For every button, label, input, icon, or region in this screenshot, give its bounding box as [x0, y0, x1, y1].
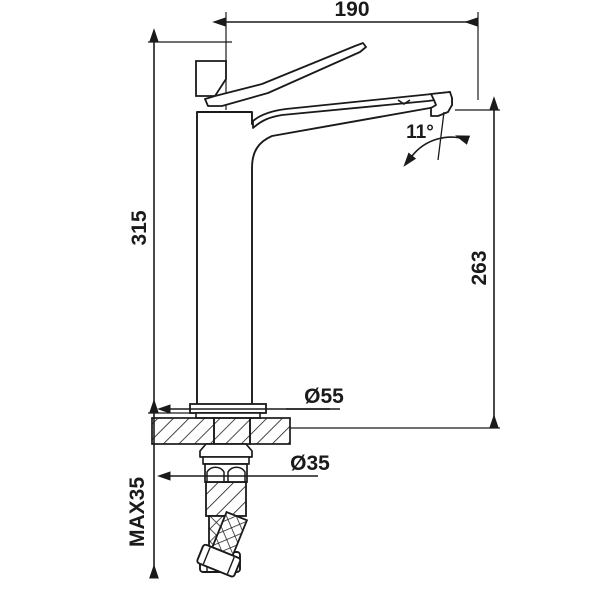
dimension-label-deck-thickness: MAX35 [126, 477, 149, 547]
supply-hose-right-group [196, 510, 249, 578]
dimension-label-shank-diameter: Ø35 [290, 452, 330, 475]
mounting-washer [202, 456, 250, 465]
angle-arc-11deg [403, 135, 471, 167]
dimension-label-spout-reach: 190 [334, 0, 369, 21]
dimension-shank-diameter: Ø35 [157, 452, 330, 481]
threaded-shank [205, 481, 247, 517]
mounting-collar [199, 443, 253, 458]
spout-tip [397, 91, 453, 117]
dimension-spout-angle: 11° [403, 111, 471, 167]
dimension-label-spout-angle: 11° [406, 122, 434, 143]
counter-deck [151, 417, 291, 445]
lock-nut-cell-right [227, 466, 246, 482]
lever-handle-arm [204, 42, 367, 107]
spout-tip-outline [430, 91, 453, 117]
counter-deck-left [151, 417, 215, 445]
spout-tip-notch [397, 99, 411, 105]
dimension-label-base-diameter: Ø55 [304, 385, 344, 408]
dimension-label-spout-height: 263 [468, 250, 491, 285]
supply-hoses [196, 510, 249, 578]
lever-handle [195, 42, 367, 107]
counter-deck-centre [213, 417, 251, 445]
dimension-label-overall-height: 315 [128, 210, 151, 245]
base-escutcheon [189, 403, 267, 419]
dimension-spout-height: 263 [468, 96, 499, 429]
hose-nut-right-facet-a [202, 547, 211, 565]
hose-nut-right-facet-b [226, 556, 235, 575]
lock-nut-cell-left [206, 466, 225, 482]
dimension-overall-height: 315 [128, 28, 159, 414]
counter-deck-right [249, 417, 291, 445]
dimension-base-diameter: Ø55 [157, 385, 344, 414]
lever-handle-base [195, 60, 227, 97]
dimension-spout-reach: 190 [212, 0, 479, 27]
mounting-hardware [199, 443, 253, 517]
